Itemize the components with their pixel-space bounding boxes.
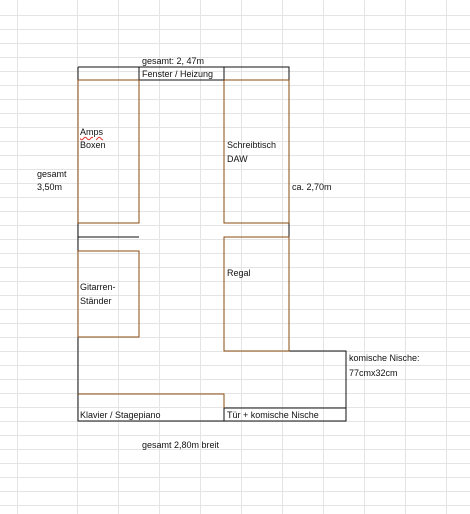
guitar-stand-area <box>77 250 140 338</box>
amps-label: Amps <box>80 127 103 138</box>
shelf-area <box>223 236 290 352</box>
room-outline <box>77 66 347 422</box>
piano-label: Klavier / Stagepiano <box>80 410 161 420</box>
boxes-label: Boxen <box>80 140 106 150</box>
total-length-left-label: gesamt <box>37 169 67 179</box>
window-label: Fenster / Heizung <box>142 69 214 79</box>
guitar-stand-label: Gitarren- <box>80 282 116 292</box>
niche-label: komische Nische: <box>349 353 420 363</box>
shelf-label: Regal <box>227 268 251 278</box>
desk-label: Schreibtisch <box>227 140 277 150</box>
daw-label: DAW <box>227 154 248 164</box>
amps-boxes-area <box>77 79 140 224</box>
right-length-label: ca. 2,70m <box>292 182 332 192</box>
desk-area <box>223 79 290 224</box>
amps-text: Amps <box>80 127 104 137</box>
door-label: Tür + komische Nische <box>227 410 319 420</box>
guitar-stand-label-2: Ständer <box>80 296 112 306</box>
total-width-bottom-label: gesamt 2,80m breit <box>142 440 220 450</box>
total-length-left-value: 3,50m <box>37 182 63 192</box>
piano-area <box>78 393 225 408</box>
niche-size-label: 77cmx32cm <box>349 368 398 378</box>
total-width-top-label: gesamt: 2, 47m <box>142 56 205 66</box>
